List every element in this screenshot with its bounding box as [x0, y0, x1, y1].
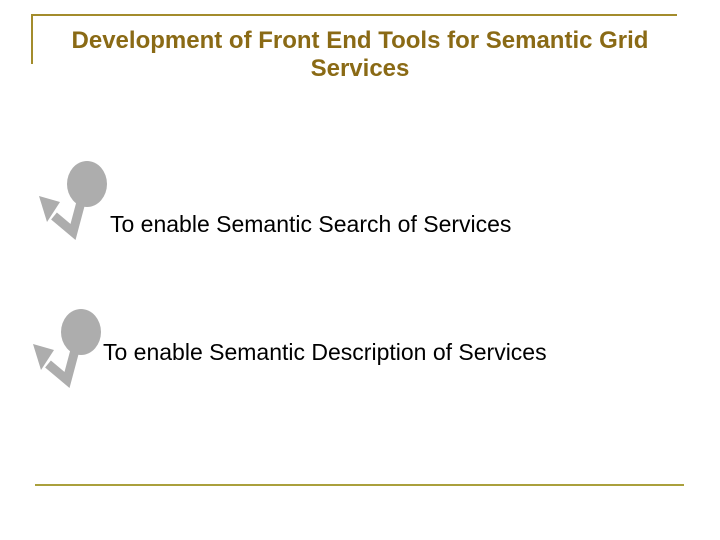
title-border-top-line [31, 14, 677, 16]
bullet-text: To enable Semantic Description of Servic… [103, 339, 547, 365]
footer-rule [35, 484, 684, 486]
slide-title: Development of Front End Tools for Seman… [71, 27, 649, 82]
balloon-arrow-bullet-icon [33, 309, 101, 389]
balloon-arrow-bullet-icon [39, 161, 107, 241]
title-border-left-line [31, 14, 33, 64]
bullet-text: To enable Semantic Search of Services [110, 211, 512, 237]
